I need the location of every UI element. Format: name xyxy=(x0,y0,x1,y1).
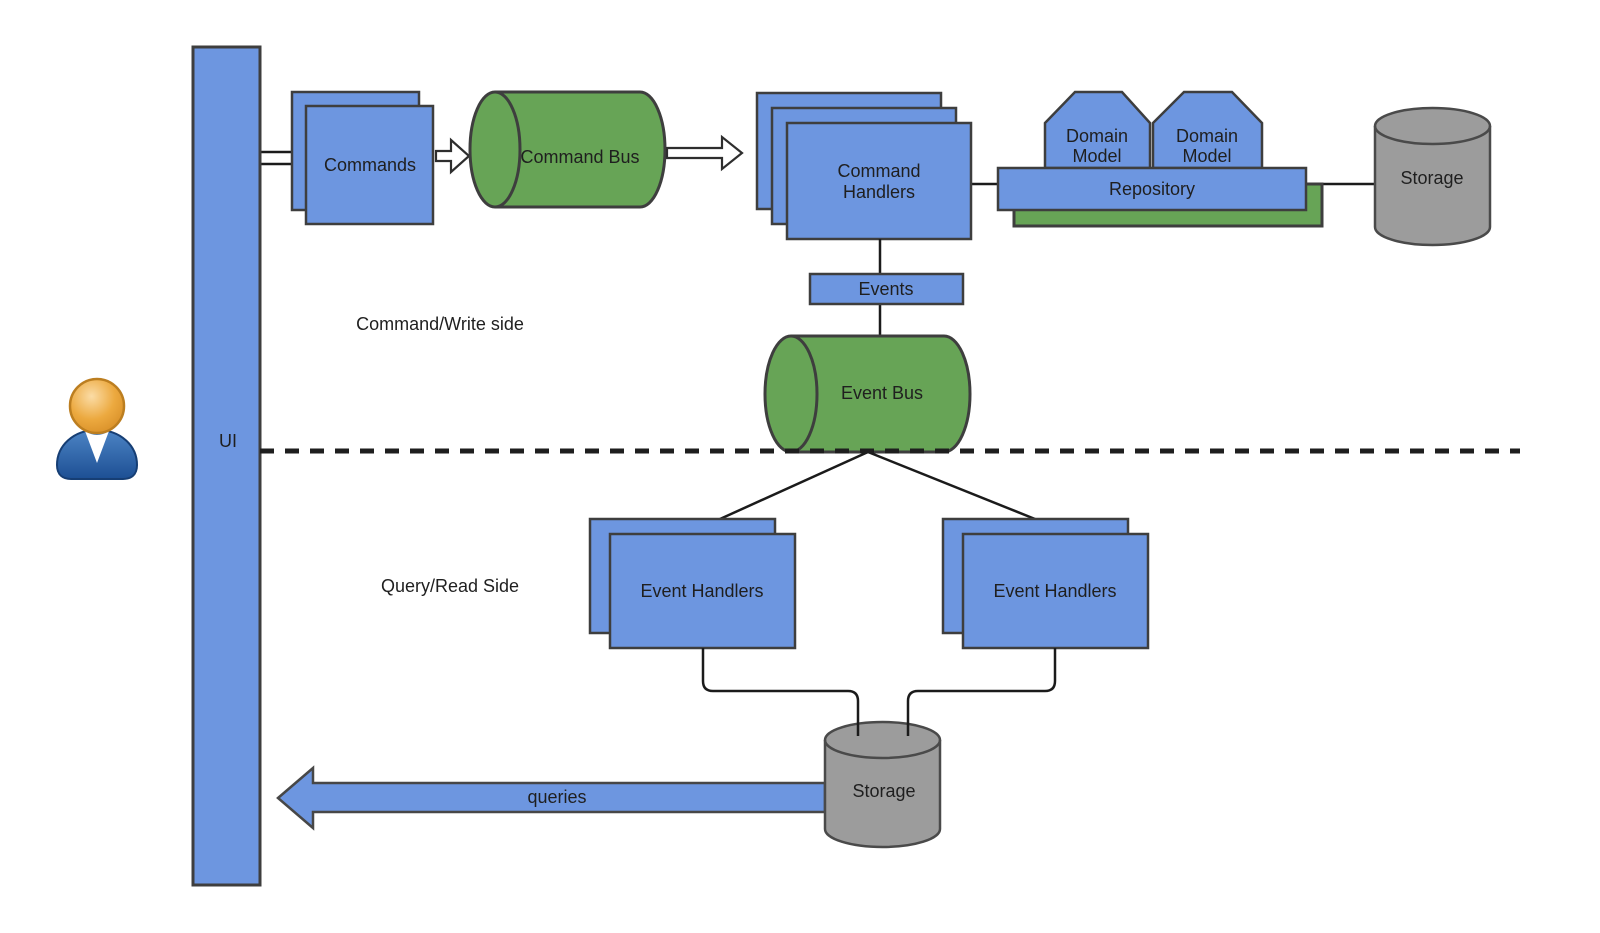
command-bus-label: Command Bus xyxy=(520,147,639,167)
event-handlers-right-label: Event Handlers xyxy=(993,581,1116,601)
node-event-bus: Event Bus xyxy=(763,334,972,454)
user-collar xyxy=(85,431,109,463)
command-handlers-label-line1: Command xyxy=(837,161,920,181)
arrow-bus-to-handlers-icon xyxy=(665,134,744,172)
node-event-handlers-right: Event Handlers xyxy=(941,517,1150,650)
events-label: Events xyxy=(858,279,913,299)
domain-model-right-label-line2: Model xyxy=(1182,146,1231,166)
command-handlers-label-line2: Handlers xyxy=(843,182,915,202)
commands-label: Commands xyxy=(324,155,416,175)
node-domain-model-right: Domain Model xyxy=(1151,90,1264,170)
ui-label: UI xyxy=(219,431,237,451)
arrow-commands-to-bus-icon xyxy=(434,137,471,175)
read-storage-label: Storage xyxy=(852,781,915,801)
domain-model-left-label-line1: Domain xyxy=(1066,126,1128,146)
user-head xyxy=(68,377,126,435)
domain-model-right-label-line1: Domain xyxy=(1176,126,1238,146)
repository-label: Repository xyxy=(1109,179,1195,199)
node-event-handlers-left: Event Handlers xyxy=(588,517,797,650)
edge-left-handlers-storage xyxy=(701,648,860,736)
node-events: Events xyxy=(808,272,965,306)
event-handlers-left-label: Event Handlers xyxy=(640,581,763,601)
edge-eventbus-right-handlers xyxy=(867,450,1036,521)
node-command-handlers: Command Handlers xyxy=(755,91,973,241)
node-commands: Commands xyxy=(290,90,435,226)
edge-right-handlers-storage xyxy=(906,648,1057,736)
write-storage-label: Storage xyxy=(1400,168,1463,188)
node-repository: Repository xyxy=(996,166,1324,228)
node-ui: UI xyxy=(191,45,262,887)
event-bus-label: Event Bus xyxy=(841,383,923,403)
user-icon xyxy=(55,377,139,480)
node-write-storage: Storage xyxy=(1373,106,1492,247)
node-domain-model-left: Domain Model xyxy=(1043,90,1152,170)
domain-model-left-label-line2: Model xyxy=(1072,146,1121,166)
queries-label: queries xyxy=(527,787,586,807)
node-command-bus: Command Bus xyxy=(468,90,667,209)
node-read-storage: Storage xyxy=(823,720,942,849)
write-side-label: Command/Write side xyxy=(356,314,524,334)
read-side-label: Query/Read Side xyxy=(381,576,519,596)
edge-eventbus-left-handlers xyxy=(719,450,869,521)
